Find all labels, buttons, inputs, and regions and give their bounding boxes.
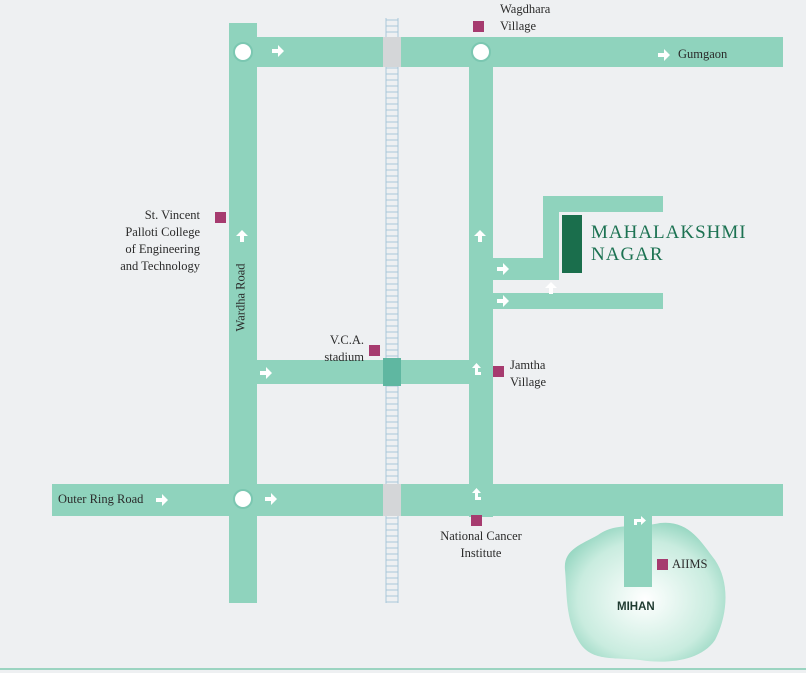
rail-crossing-top (383, 37, 401, 67)
arrow-right-icon (496, 294, 510, 308)
aiims-label: AIIMS (672, 557, 708, 571)
wardha-road-label: Wardha Road (233, 263, 248, 332)
top-road (229, 37, 783, 67)
arrow-up-icon (544, 281, 558, 295)
turn-right-up-icon (467, 486, 481, 500)
middle-road (229, 360, 493, 384)
arrow-right-icon (657, 48, 671, 62)
jamtha-marker (493, 366, 504, 377)
vca-stadium-marker (369, 345, 380, 356)
arrow-right-icon (259, 366, 273, 380)
roundabout-top-left (233, 42, 253, 62)
wagdhara-marker (473, 21, 484, 32)
arrow-right-icon (271, 44, 285, 58)
roads (52, 23, 783, 603)
mihan-label: MIHAN (617, 601, 655, 613)
national-cancer-institute-label: National Cancer Institute (440, 529, 522, 560)
outer-ring-road-label: Outer Ring Road (58, 492, 144, 506)
jamtha-village-label: Jamtha Village (510, 358, 547, 389)
roundabout-top-right (471, 42, 491, 62)
branch-road-3 (543, 196, 663, 212)
turn-right-up-icon (467, 361, 481, 375)
arrow-up-icon (235, 229, 249, 243)
gumgaon-label: Gumgaon (678, 47, 728, 61)
rail-crossing-bottom (383, 484, 401, 516)
aiims-marker (657, 559, 668, 570)
arrow-right-icon (155, 493, 169, 507)
mihan-area (564, 522, 726, 662)
nci-marker (471, 515, 482, 526)
mahalakshmi-nagar-title: MAHALAKSHMI NAGAR (591, 222, 747, 265)
branch-road-2 (469, 293, 663, 309)
bottom-divider (0, 668, 806, 670)
mahalakshmi-nagar-block (562, 215, 582, 273)
vca-stadium-label: V.C.A. stadium (324, 333, 364, 364)
st-vincent-label: St. Vincent Palloti College of Engineeri… (120, 208, 200, 273)
rail-crossing-middle (383, 358, 401, 386)
arrow-up-icon (473, 229, 487, 243)
wagdhara-label: Wagdhara Village (500, 2, 551, 33)
outer-ring-road (52, 484, 783, 516)
roundabout-bottom (233, 489, 253, 509)
st-vincent-marker (215, 212, 226, 223)
turn-down-icon (632, 511, 646, 525)
branch-road-4 (543, 196, 559, 280)
arrow-right-icon (496, 262, 510, 276)
railway-ties (386, 19, 398, 603)
arrow-right-icon (264, 492, 278, 506)
